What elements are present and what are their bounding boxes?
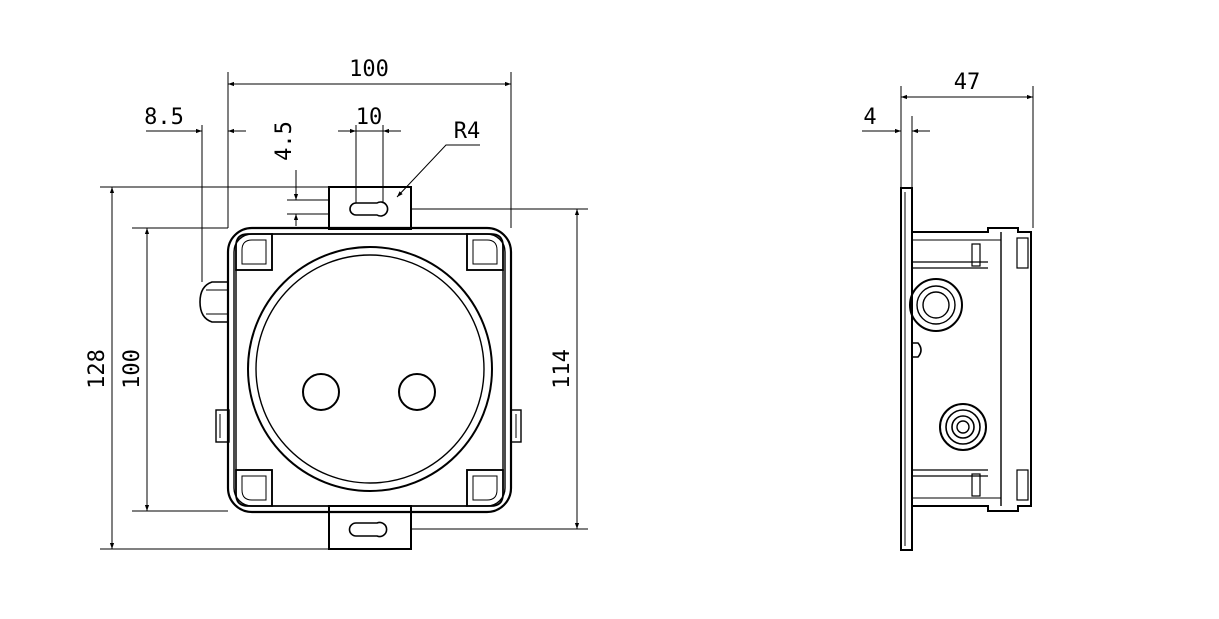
top-keyhole-slot — [349, 201, 389, 217]
top-mount-tab — [328, 186, 412, 230]
side-connector-top — [909, 278, 963, 332]
socket-body-outer — [226, 226, 513, 514]
dim-width-overall: 100 — [349, 57, 389, 82]
side-body — [911, 227, 1032, 512]
dim-flange-thickness: 4 — [863, 105, 876, 130]
socket-recess-outer — [247, 246, 493, 492]
socket-body-inner — [233, 233, 506, 507]
side-tab — [912, 342, 922, 358]
dim-slot-width: 10 — [356, 105, 383, 130]
face-plate — [235, 233, 504, 507]
side-view: 47 4 — [862, 70, 1034, 551]
front-view: 100 8.5 10 4.5 R4 128 100 114 — [85, 57, 588, 550]
socket-recess-inner — [255, 254, 485, 484]
dim-height-body: 100 — [120, 349, 145, 389]
side-flange — [900, 187, 913, 551]
pin-hole-right — [398, 373, 436, 411]
dim-height-overall: 128 — [85, 349, 110, 389]
radius-leader — [396, 144, 480, 198]
left-side-button — [199, 281, 229, 323]
dim-depth-overall: 47 — [954, 70, 981, 95]
dim-slot-offset: 4.5 — [272, 121, 297, 161]
corner-pockets — [235, 233, 504, 507]
pin-hole-left — [302, 373, 340, 411]
bottom-keyhole-slot — [348, 521, 388, 538]
dim-slot-radius: R4 — [454, 119, 481, 144]
dim-height-mount: 114 — [550, 349, 575, 389]
dim-flange-offset: 8.5 — [144, 105, 184, 130]
side-connector-bottom — [939, 403, 987, 451]
